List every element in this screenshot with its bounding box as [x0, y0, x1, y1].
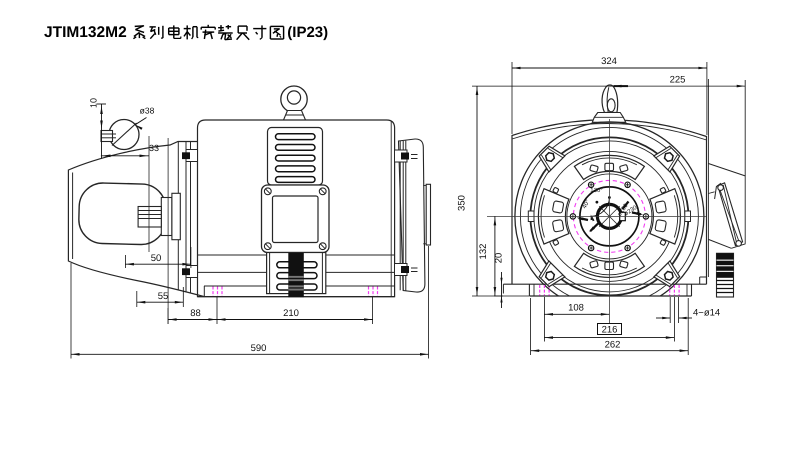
- svg-text:108: 108: [568, 303, 584, 314]
- svg-text:55: 55: [158, 291, 169, 302]
- svg-text:10: 10: [89, 98, 99, 108]
- svg-text:50: 50: [151, 253, 162, 264]
- svg-text:590: 590: [251, 343, 267, 354]
- svg-text:ø38: ø38: [140, 106, 155, 116]
- svg-text:33: 33: [149, 143, 159, 153]
- svg-text:324: 324: [601, 56, 617, 67]
- svg-text:130°: 130°: [590, 187, 603, 194]
- svg-text:216: 216: [602, 325, 618, 336]
- svg-text:350: 350: [457, 195, 468, 211]
- svg-text:262: 262: [605, 340, 621, 351]
- svg-text:(IP23): (IP23): [287, 24, 328, 41]
- svg-text:4−ø14: 4−ø14: [693, 308, 720, 319]
- svg-text:20: 20: [494, 253, 505, 264]
- svg-text:132: 132: [478, 244, 489, 260]
- svg-text:210: 210: [283, 308, 299, 319]
- svg-text:225: 225: [670, 75, 686, 86]
- svg-text:88: 88: [190, 308, 201, 319]
- svg-text:JTIM132M2: JTIM132M2: [44, 24, 127, 41]
- svg-text:40°: 40°: [581, 198, 592, 210]
